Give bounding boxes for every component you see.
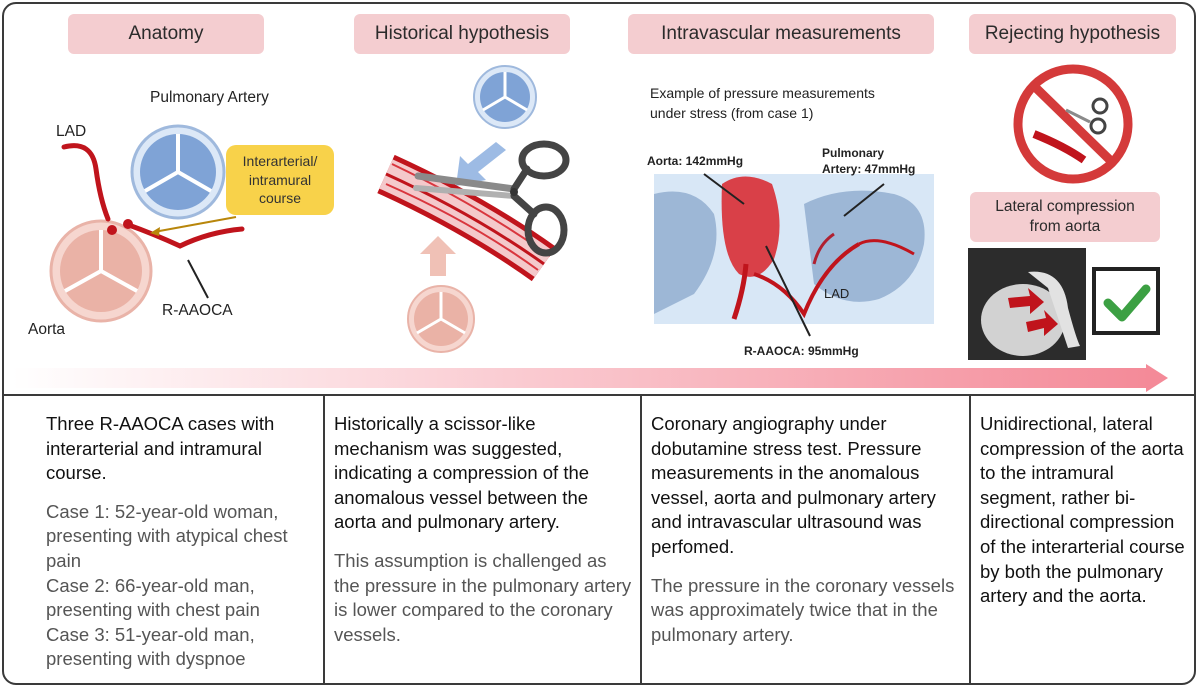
header-rejecting-hypothesis: Rejecting hypothesis xyxy=(969,14,1176,54)
column-anatomy-text: Three R-AAOCA cases with interarterial a… xyxy=(46,412,316,672)
column-divider-2 xyxy=(640,396,642,683)
c4-main: Unidirectional, lateral compression of t… xyxy=(980,413,1185,607)
c2-sub: This assumption is challenged as the pre… xyxy=(334,549,632,645)
c1-case1: Case 1: 52-year-old woman, presenting wi… xyxy=(46,500,288,571)
label-raaoca-pressure: R-AAOCA: 95mmHg xyxy=(744,344,859,358)
label-lad: LAD xyxy=(56,123,87,140)
ct-scan-image xyxy=(968,248,1086,360)
column-historical-text: Historically a scissor-like mechanism wa… xyxy=(334,412,632,647)
section-divider xyxy=(4,394,1194,396)
course-line2: intramural xyxy=(248,171,312,188)
label-pulmonary-artery: Pulmonary Artery xyxy=(150,89,269,106)
c1-main: Three R-AAOCA cases with interarterial a… xyxy=(46,413,275,484)
header-historical-hypothesis: Historical hypothesis xyxy=(354,14,570,54)
label-aorta: Aorta xyxy=(28,321,66,338)
label-raaoca: R-AAOCA xyxy=(162,302,233,319)
example-caption-line2: under stress (from case 1) xyxy=(650,105,814,121)
pulmonary-valve-small-icon xyxy=(473,65,537,129)
scissors-icon xyxy=(413,140,570,257)
pulmonary-artery-shape xyxy=(804,190,925,302)
raaoca-vessel xyxy=(123,221,245,249)
pointer-arrow xyxy=(153,216,237,233)
aortic-valve-small-icon xyxy=(407,285,475,353)
label-pulmonary-line1: Pulmonary xyxy=(822,146,885,160)
example-caption-line1: Example of pressure measurements xyxy=(650,85,875,101)
up-arrow-icon xyxy=(420,236,456,276)
course-line1: Interarterial/ xyxy=(242,152,318,169)
aorta-shape xyxy=(721,176,780,277)
lad-vessel xyxy=(61,143,111,222)
c1-case3: Case 3: 51-year-old man, presenting with… xyxy=(46,623,255,670)
intravascular-pointers xyxy=(703,173,885,337)
down-arrow-icon xyxy=(456,142,506,186)
timeline-arrow xyxy=(12,364,1168,392)
column-divider-3 xyxy=(969,396,971,683)
column-intravascular-text: Coronary angiography under dobutamine st… xyxy=(651,412,961,647)
course-line3: course xyxy=(258,190,302,207)
lateral-compression-box: Lateral compression from aorta xyxy=(970,192,1160,242)
c2-main: Historically a scissor-like mechanism wa… xyxy=(334,413,590,533)
column-rejecting-text: Unidirectional, lateral compression of t… xyxy=(980,412,1190,623)
course-callout: Interarterial/ intramural course xyxy=(226,145,334,215)
label-aorta-pressure: Aorta: 142mmHg xyxy=(647,154,744,168)
c3-sub: The pressure in the coronary vessels was… xyxy=(651,574,955,645)
aortic-valve-icon xyxy=(49,219,153,323)
checkmark-icon xyxy=(1092,267,1160,335)
pulmonary-valve-icon xyxy=(130,124,226,220)
lateral-line2: from aorta xyxy=(1029,218,1101,235)
anatomy-illustration xyxy=(49,124,245,323)
label-pulmonary-line2: Artery: 47mmHg xyxy=(822,162,916,176)
angiography-illustration xyxy=(654,174,934,324)
column-divider-1 xyxy=(323,396,325,683)
no-scissors-icon xyxy=(1013,64,1133,184)
c3-main: Coronary angiography under dobutamine st… xyxy=(651,413,936,557)
label-lad-angio: LAD xyxy=(824,286,850,301)
c1-case2: Case 2: 66-year-old man, presenting with… xyxy=(46,574,260,621)
scissor-hypothesis-illustration xyxy=(377,65,570,353)
header-intravascular-measurements: Intravascular measurements xyxy=(628,14,934,54)
header-anatomy: Anatomy xyxy=(68,14,264,54)
lateral-line1: Lateral compression xyxy=(995,197,1135,215)
